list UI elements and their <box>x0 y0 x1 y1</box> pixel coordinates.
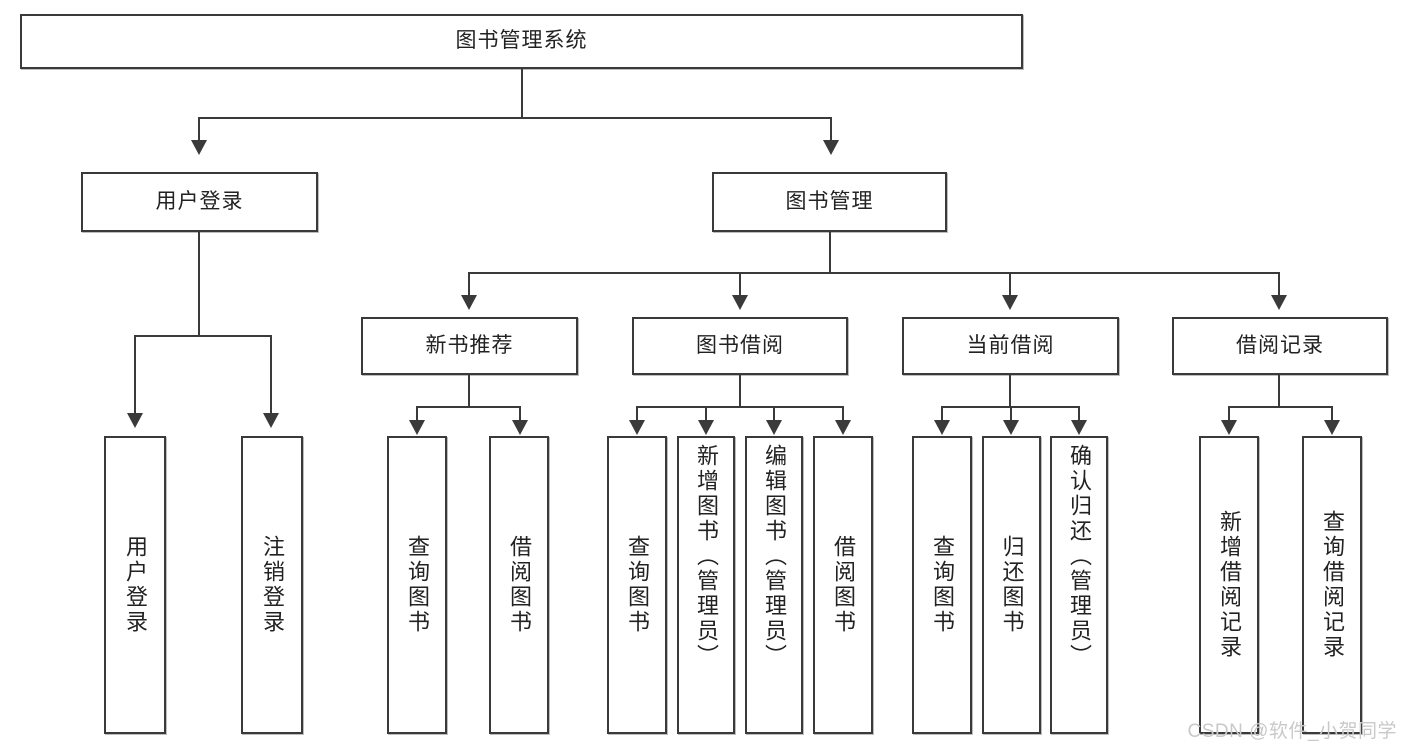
connector-user-login-stem <box>198 232 200 336</box>
connector-bb-bus <box>636 406 844 408</box>
node-root-system[interactable]: 图书管理系统 <box>20 14 1023 69</box>
leaf-nbr-borrow-book[interactable]: 借阅图书 <box>489 436 549 734</box>
leaf-logout[interactable]: 注销登录 <box>241 436 303 734</box>
arrow-to-current-borrow <box>1002 295 1018 310</box>
arrow-to-leaf-cb-2 <box>1003 420 1019 435</box>
arrow-to-leaf-bb-3 <box>766 420 782 435</box>
arrow-to-leaf-br-2 <box>1324 420 1340 435</box>
node-label: 图书管理系统 <box>455 29 588 53</box>
leaf-bb-borrow-book[interactable]: 借阅图书 <box>813 436 873 734</box>
connector-cb-drop-3 <box>1078 406 1080 422</box>
connector-br-drop-1 <box>1228 406 1230 422</box>
connector-br-drop-2 <box>1331 406 1333 422</box>
connector-root-stem <box>521 69 523 117</box>
node-label: 新书推荐 <box>425 333 514 357</box>
node-user-login[interactable]: 用户登录 <box>81 172 318 232</box>
leaf-label: 查询图书 <box>930 535 955 635</box>
node-label: 用户登录 <box>155 189 244 213</box>
leaf-label: 查询图书 <box>405 535 430 635</box>
connector-level2-drop-right <box>830 117 832 142</box>
connector-level2-bus <box>198 117 832 119</box>
connector-br-bus <box>1228 406 1333 408</box>
node-new-book-recommend[interactable]: 新书推荐 <box>361 317 578 375</box>
connector-nbr-stem <box>468 375 470 408</box>
leaf-nbr-query-book[interactable]: 查询图书 <box>387 436 447 734</box>
leaf-label: 归还图书 <box>999 535 1025 635</box>
arrow-to-leaf-br-1 <box>1221 420 1237 435</box>
connector-level3-bus <box>468 272 1280 274</box>
arrow-to-leaf-logout <box>263 413 279 428</box>
connector-cb-stem <box>1009 375 1011 408</box>
arrow-to-leaf-nbr-1 <box>409 420 425 435</box>
connector-br-stem <box>1278 375 1280 408</box>
node-book-manage[interactable]: 图书管理 <box>712 172 947 232</box>
connector-nbr-bus <box>416 406 521 408</box>
node-book-borrow[interactable]: 图书借阅 <box>632 317 848 375</box>
leaf-label: 确认归还（管理员） <box>1067 444 1092 669</box>
connector-bb-drop-3 <box>773 406 775 422</box>
node-label: 当前借阅 <box>966 333 1055 357</box>
node-label: 图书借阅 <box>696 333 784 357</box>
connector-level3-drop-1 <box>468 272 470 297</box>
connector-user-login-bus <box>134 335 272 337</box>
leaf-bb-edit-book-admin[interactable]: 编辑图书（管理员） <box>745 436 803 734</box>
watermark-text: CSDN @软件_小贺同学 <box>1187 721 1397 742</box>
leaf-label: 用户登录 <box>123 535 148 635</box>
node-borrow-record[interactable]: 借阅记录 <box>1172 317 1388 375</box>
node-label: 借阅记录 <box>1236 333 1324 357</box>
leaf-cb-return-book[interactable]: 归还图书 <box>982 436 1041 734</box>
arrow-to-leaf-bb-4 <box>835 420 851 435</box>
connector-user-login-drop-1 <box>134 335 136 415</box>
leaf-user-login[interactable]: 用户登录 <box>104 436 166 734</box>
leaf-bb-query-book[interactable]: 查询图书 <box>607 436 667 734</box>
connector-level2-drop-left <box>198 117 200 142</box>
leaf-bb-add-book-admin[interactable]: 新增图书（管理员） <box>677 436 735 734</box>
leaf-label: 查询图书 <box>625 535 650 635</box>
leaf-label: 新增借阅记录 <box>1217 510 1242 660</box>
leaf-label: 注销登录 <box>260 535 285 635</box>
node-current-borrow[interactable]: 当前借阅 <box>902 317 1119 375</box>
arrow-to-new-book-recommend <box>461 295 477 310</box>
connector-cb-drop-1 <box>941 406 943 422</box>
connector-book-manage-stem <box>829 232 831 273</box>
leaf-label: 新增图书（管理员） <box>694 444 719 669</box>
connector-cb-drop-2 <box>1010 406 1012 422</box>
arrow-to-leaf-bb-2 <box>698 420 714 435</box>
connector-nbr-drop-1 <box>416 406 418 422</box>
connector-user-login-drop-2 <box>270 335 272 415</box>
leaf-br-query-record[interactable]: 查询借阅记录 <box>1302 436 1362 734</box>
connector-bb-drop-2 <box>705 406 707 422</box>
arrow-to-leaf-nbr-2 <box>512 420 528 435</box>
leaf-label: 借阅图书 <box>831 535 856 635</box>
arrow-to-borrow-record <box>1271 295 1287 310</box>
arrow-to-leaf-cb-1 <box>934 420 950 435</box>
leaf-cb-query-book[interactable]: 查询图书 <box>912 436 972 734</box>
connector-bb-drop-1 <box>636 406 638 422</box>
node-label: 图书管理 <box>785 189 874 213</box>
connector-level3-drop-2 <box>739 272 741 297</box>
leaf-label: 编辑图书（管理员） <box>762 444 787 669</box>
arrow-to-leaf-bb-1 <box>629 420 645 435</box>
arrow-to-leaf-cb-3 <box>1071 420 1087 435</box>
arrow-to-book-manage <box>823 140 839 155</box>
leaf-label: 借阅图书 <box>507 535 532 635</box>
connector-level3-drop-4 <box>1278 272 1280 297</box>
connector-bb-drop-4 <box>842 406 844 422</box>
leaf-label: 查询借阅记录 <box>1320 510 1345 660</box>
arrow-to-user-login <box>191 140 207 155</box>
connector-bb-stem <box>739 375 741 408</box>
connector-nbr-drop-2 <box>519 406 521 422</box>
leaf-cb-confirm-return-admin[interactable]: 确认归还（管理员） <box>1050 436 1108 734</box>
arrow-to-leaf-user-login <box>127 413 143 428</box>
connector-level3-drop-3 <box>1009 272 1011 297</box>
leaf-br-add-record[interactable]: 新增借阅记录 <box>1199 436 1259 734</box>
arrow-to-book-borrow <box>732 295 748 310</box>
